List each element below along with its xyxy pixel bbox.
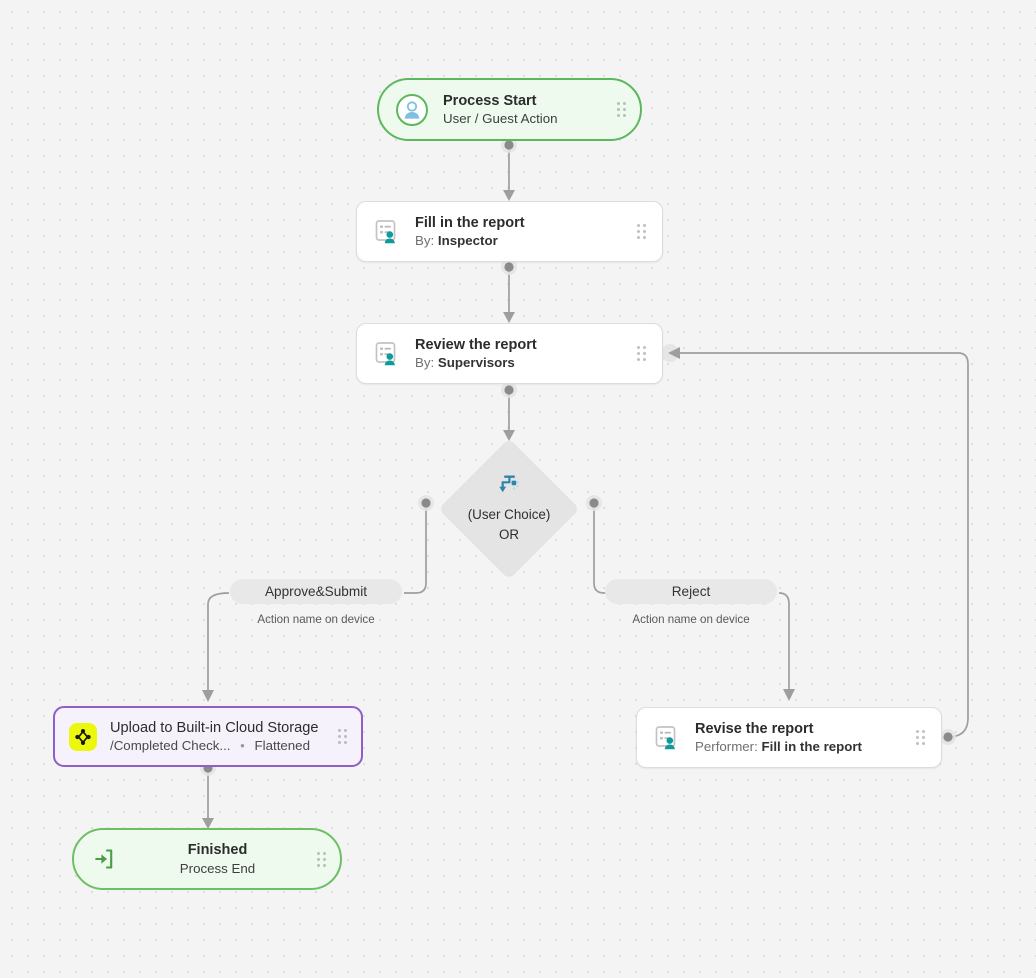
decision-label-line2: OR	[498, 527, 520, 542]
drag-handle[interactable]	[637, 224, 646, 239]
edge-reject-to-revise	[778, 592, 790, 694]
node-text: Review the report By: Supervisors	[415, 336, 637, 372]
edge-decision-left-to-approve	[404, 503, 427, 594]
exit-arrow-icon	[92, 847, 116, 871]
task-person-icon	[373, 340, 401, 368]
task-person-icon	[373, 218, 401, 246]
node-revise-the-report[interactable]: Revise the report Performer: Fill in the…	[636, 707, 942, 768]
node-title: Upload to Built-in Cloud Storage	[110, 719, 319, 736]
port-dot-revise-out[interactable]	[943, 732, 953, 742]
node-subtitle: By: Inspector	[415, 232, 637, 249]
upload-mode: Flattened	[254, 738, 310, 754]
node-subtitle: User / Guest Action	[443, 111, 558, 127]
node-subtitle: By: Supervisors	[415, 354, 637, 371]
node-decision-user-choice[interactable]: (User Choice) OR	[438, 438, 580, 580]
node-text: Process Start User / Guest Action	[443, 92, 617, 128]
port-halo	[501, 382, 517, 398]
decision-content: (User Choice) OR	[439, 439, 579, 579]
node-title: Revise the report	[695, 720, 814, 737]
decision-label-line1: (User Choice)	[467, 507, 551, 523]
arrow-head	[668, 347, 680, 359]
subtitle-prefix: Performer:	[695, 739, 758, 755]
port-dot-start-out[interactable]	[504, 140, 514, 150]
port-halo	[661, 344, 679, 362]
node-title: Fill in the report	[415, 214, 525, 231]
port-dot-review-out[interactable]	[504, 385, 514, 395]
node-text: Finished Process End	[126, 841, 309, 877]
port-halo	[586, 495, 602, 511]
branch-label-reject[interactable]: Reject Action name on device	[605, 579, 777, 626]
arrow-head	[503, 190, 515, 201]
task-person-icon	[653, 724, 681, 752]
node-title: Review the report	[415, 336, 537, 353]
branch-caption: Action name on device	[632, 613, 750, 626]
subtitle-prefix: By:	[415, 233, 435, 249]
node-text: Fill in the report By: Inspector	[415, 214, 637, 250]
node-process-start[interactable]: Process Start User / Guest Action	[377, 78, 642, 141]
node-title: Process Start	[443, 92, 537, 109]
node-text: Upload to Built-in Cloud Storage /Comple…	[110, 719, 338, 755]
branch-pill[interactable]: Reject	[605, 579, 777, 604]
subtitle-value: Fill in the report	[761, 739, 862, 755]
branch-pill[interactable]: Approve&Submit	[230, 579, 402, 604]
edge-revise-loop-to-review	[678, 352, 969, 738]
drag-handle[interactable]	[617, 102, 626, 117]
drag-handle[interactable]	[916, 730, 925, 745]
subtitle-value: Supervisors	[437, 355, 515, 371]
arrow-head	[503, 312, 515, 323]
port-dot-decision-left[interactable]	[421, 498, 431, 508]
arrow-head	[202, 690, 214, 702]
cloud-storage-diamond-icon	[69, 722, 97, 751]
separator-dot: •	[240, 738, 245, 754]
port-dot-decision-right[interactable]	[589, 498, 599, 508]
node-fill-in-the-report[interactable]: Fill in the report By: Inspector	[356, 201, 663, 262]
node-subtitle: Process End	[179, 860, 256, 876]
upload-path: /Completed Check...	[110, 738, 231, 754]
branch-caption: Action name on device	[257, 613, 375, 626]
branch-split-icon	[498, 474, 520, 499]
branch-label-approve-submit[interactable]: Approve&Submit Action name on device	[230, 579, 402, 626]
edge-approve-to-upload	[207, 592, 230, 696]
port-halo	[418, 495, 434, 511]
port-dot-fill-out[interactable]	[504, 262, 514, 272]
node-finished[interactable]: Finished Process End	[72, 828, 342, 890]
node-subtitle: Performer: Fill in the report	[695, 738, 916, 755]
node-review-the-report[interactable]: Review the report By: Supervisors	[356, 323, 663, 384]
port-halo	[940, 729, 956, 745]
drag-handle[interactable]	[338, 729, 347, 744]
user-circle-icon	[395, 93, 429, 127]
subtitle-value: Inspector	[437, 233, 498, 249]
node-upload-to-cloud-storage[interactable]: Upload to Built-in Cloud Storage /Comple…	[53, 706, 363, 767]
node-subtitle: /Completed Check... • Flattened	[110, 737, 338, 754]
arrow-head	[783, 689, 795, 701]
node-title: Finished	[187, 842, 248, 859]
drag-handle[interactable]	[317, 851, 326, 867]
yellow-badge	[69, 722, 97, 751]
drag-handle[interactable]	[637, 346, 646, 361]
node-text: Revise the report Performer: Fill in the…	[695, 720, 916, 756]
subtitle-prefix: By:	[415, 355, 435, 371]
